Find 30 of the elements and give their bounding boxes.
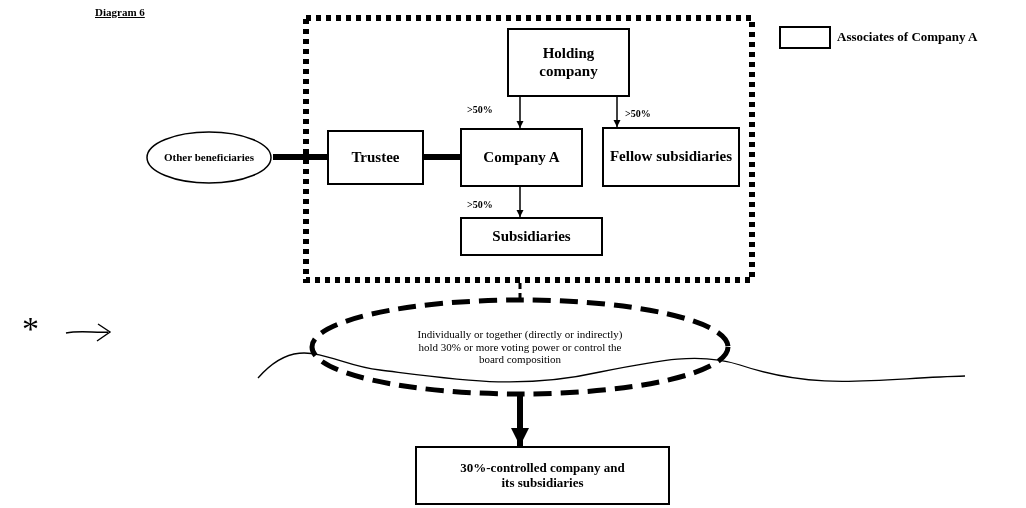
connector-line [518,283,522,298]
asterisk-mark: * [22,312,39,346]
diagram-title: Diagram 6 [95,6,145,18]
node-label: Company A [483,148,560,167]
node-label: Trustee [351,148,400,167]
connector-line [424,154,460,160]
node-label: Holding company [538,45,599,80]
entity-ellipse [145,130,273,185]
edge-label: >50% [466,104,494,115]
entity-box [507,28,630,97]
arrow [511,396,529,446]
connector-line [273,154,327,160]
entity-box [602,127,740,187]
dotted-group-border [303,15,755,283]
arrow [516,186,524,218]
legend-label: Associates of Company A [837,29,978,45]
entity-box [327,130,424,185]
condition-ellipse [310,298,730,396]
arrow [516,96,524,129]
result-box [415,446,670,505]
entity-box [460,128,583,187]
node-label: Other beneficiaries [164,151,254,164]
edge-label: >50% [624,108,652,119]
node-label: Individually or together (directly or indirectly) hold 30% or more voting power or control the board composition [416,328,624,366]
node-label: 30%-controlled company and its subsidiaries [459,460,626,491]
node-label: Fellow subsidiaries [609,148,733,166]
node-label: Subsidiaries [492,227,571,246]
entity-box [460,217,603,256]
edge-label: >50% [466,199,494,210]
arrow [613,96,621,128]
